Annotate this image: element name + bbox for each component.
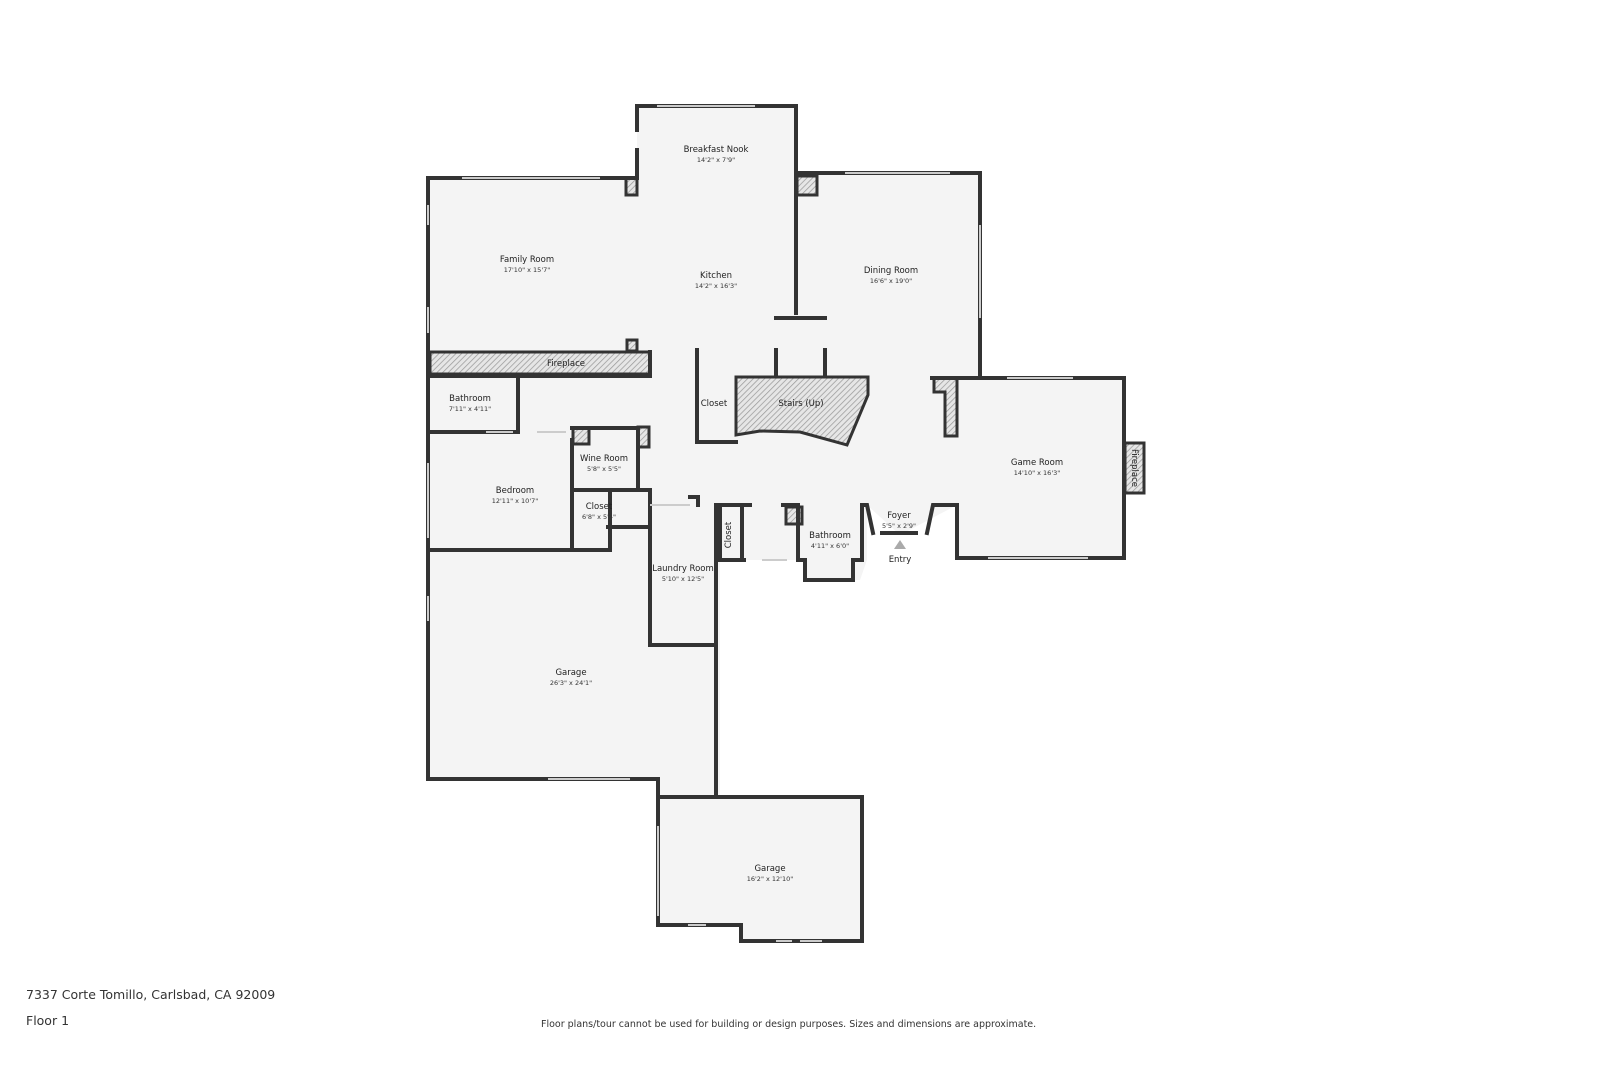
dim-closet-bedroom: 6'8" x 5'4" bbox=[582, 513, 616, 521]
kitchen-column-right bbox=[795, 174, 819, 197]
label-breakfast-nook: Breakfast Nook bbox=[684, 145, 749, 155]
label-entry: Entry bbox=[889, 555, 912, 565]
dim-game-room: 14'10" x 16'3" bbox=[1014, 469, 1060, 477]
stairs bbox=[734, 375, 870, 447]
entry-arrow-icon bbox=[894, 540, 906, 549]
dim-garage-main: 26'3" x 24'1" bbox=[550, 679, 592, 687]
dim-breakfast-nook: 14'2" x 7'9" bbox=[697, 156, 735, 164]
dim-kitchen: 14'2" x 16'3" bbox=[695, 282, 737, 290]
label-kitchen: Kitchen bbox=[700, 271, 732, 281]
walls bbox=[426, 104, 1126, 943]
dim-garage-small: 16'2" x 12'10" bbox=[747, 875, 793, 883]
openings bbox=[427, 105, 1088, 942]
floor-label: Floor 1 bbox=[26, 1013, 70, 1028]
disclaimer: Floor plans/tour cannot be used for buil… bbox=[541, 1019, 1037, 1030]
dim-bedroom: 12'11" x 10'7" bbox=[492, 497, 538, 505]
label-bedroom: Bedroom bbox=[496, 486, 534, 496]
label-fireplace-game: Fireplace bbox=[1129, 449, 1139, 487]
dim-family-room: 17'10" x 15'7" bbox=[504, 266, 550, 274]
label-wine-room: Wine Room bbox=[580, 454, 628, 464]
label-stairs: Stairs (Up) bbox=[778, 399, 823, 409]
label-foyer: Foyer bbox=[887, 511, 911, 521]
label-fireplace-main: Fireplace bbox=[547, 359, 585, 369]
kitchen-column-left bbox=[624, 176, 639, 197]
label-bathroom-2: Bathroom bbox=[809, 531, 851, 541]
dim-bathroom-1: 7'11" x 4'11" bbox=[449, 405, 491, 413]
label-dining-room: Dining Room bbox=[864, 266, 918, 276]
property-address: 7337 Corte Tomillo, Carlsbad, CA 92009 bbox=[26, 987, 276, 1002]
label-closet-stairs: Closet bbox=[701, 399, 728, 409]
label-garage-small: Garage bbox=[754, 864, 785, 874]
dim-laundry-room: 5'10" x 12'5" bbox=[662, 575, 704, 583]
floor-area bbox=[428, 106, 1124, 941]
label-garage-main: Garage bbox=[555, 668, 586, 678]
label-closet-hall: Closet bbox=[724, 521, 734, 548]
label-closet-bedroom: Closet bbox=[586, 502, 613, 512]
label-laundry-room: Laundry Room bbox=[652, 564, 714, 574]
hatched-elements bbox=[428, 174, 1146, 526]
wine-room-column-left bbox=[571, 426, 591, 446]
fireplace-main bbox=[428, 350, 652, 376]
room-labels: Breakfast Nook 14'2" x 7'9" Family Room … bbox=[449, 145, 1139, 883]
dim-wine-room: 5'8" x 5'5" bbox=[587, 465, 621, 473]
dim-bathroom-2: 4'11" x 6'0" bbox=[811, 542, 849, 550]
label-bathroom-1: Bathroom bbox=[449, 394, 491, 404]
dim-dining-room: 16'6" x 19'0" bbox=[870, 277, 912, 285]
label-game-room: Game Room bbox=[1011, 458, 1063, 468]
dim-foyer: 5'5" x 2'9" bbox=[882, 522, 916, 530]
fireplace-chimney-nub bbox=[625, 338, 639, 353]
label-family-room: Family Room bbox=[500, 255, 554, 265]
